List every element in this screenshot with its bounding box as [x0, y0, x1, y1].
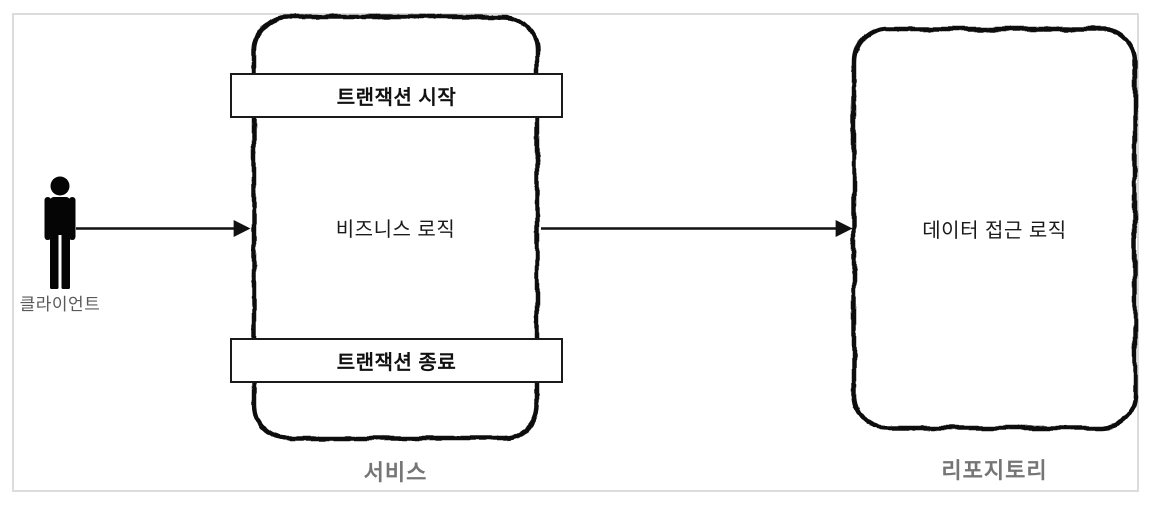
- diagram-frame: [12, 13, 1139, 492]
- client-label: 클라이언트: [19, 295, 101, 314]
- transaction-end-banner: 트랜잭션 종료: [230, 338, 563, 383]
- repository-caption: 리포지토리: [941, 458, 1048, 483]
- service-caption: 서비스: [363, 460, 428, 485]
- transaction-start-banner: 트랜잭션 시작: [230, 73, 563, 118]
